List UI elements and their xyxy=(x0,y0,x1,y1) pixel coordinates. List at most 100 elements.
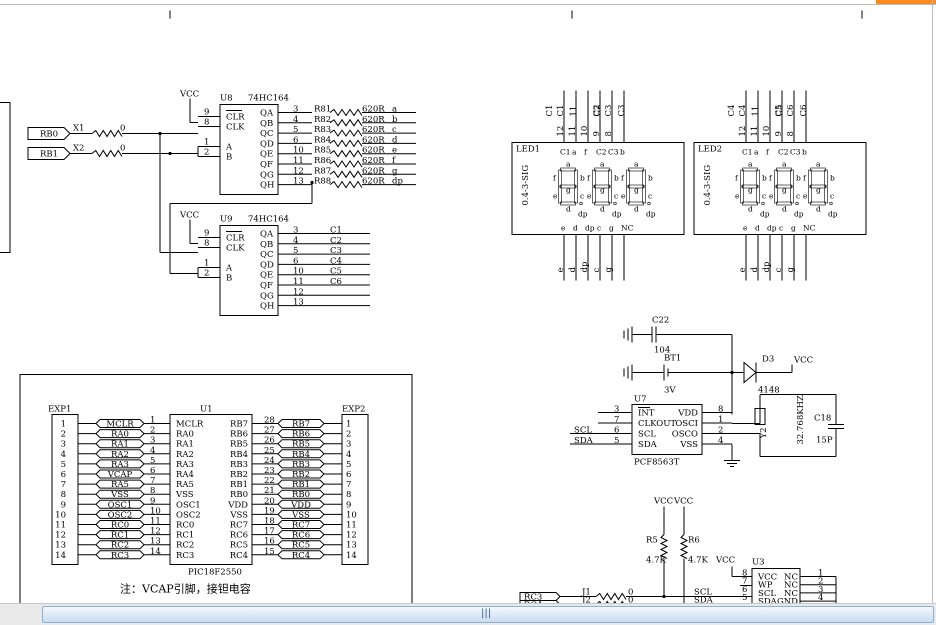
net-name: OSC1 xyxy=(108,500,133,510)
seg-letter: f xyxy=(735,174,739,183)
pin-number: 12 xyxy=(150,527,161,537)
header-pin: 13 xyxy=(55,541,66,551)
horizontal-scrollbar[interactable]: ||| xyxy=(0,603,936,625)
resistor-value: 620R xyxy=(362,135,385,145)
header-pin: 13 xyxy=(346,541,357,551)
top-net: C2 xyxy=(592,105,602,117)
net-name: RA2 xyxy=(111,450,129,460)
bottom-pin-label: g xyxy=(609,224,614,233)
pin-number: 12 xyxy=(293,166,304,176)
top-pin: 9 xyxy=(774,131,784,136)
header-pin: 12 xyxy=(55,531,66,541)
jumper xyxy=(91,149,123,158)
header-pin: 3 xyxy=(346,440,351,450)
pin-name: QC xyxy=(260,129,273,139)
top-net: C1 xyxy=(556,105,566,117)
top-pin-label: C1 xyxy=(742,148,753,157)
header-pin: 11 xyxy=(55,521,66,531)
resistor xyxy=(329,170,363,179)
pin-name: RB6 xyxy=(230,430,248,440)
resistor xyxy=(329,180,363,189)
jumper-value: 0 xyxy=(120,124,125,134)
vcc-label: VCC xyxy=(179,211,199,221)
scrollbar-thumb[interactable]: ||| xyxy=(42,606,934,623)
seg-letter: d xyxy=(566,205,571,214)
seg-letter: b xyxy=(648,174,653,183)
net-port xyxy=(95,499,145,509)
led-segment xyxy=(558,169,562,187)
net-name: SDA xyxy=(574,436,594,446)
net-name: RB1 xyxy=(40,150,58,160)
led-segment xyxy=(592,186,596,204)
pin-number: 9 xyxy=(150,496,155,506)
led-dp xyxy=(579,201,583,206)
bottom-net: e xyxy=(738,267,748,272)
resistor-value: 620R xyxy=(362,125,385,135)
pin-name: CLK xyxy=(226,244,245,254)
led-segment xyxy=(790,186,794,204)
seg-letter: a xyxy=(782,160,787,169)
led-segment xyxy=(642,169,646,187)
pin-number: 15 xyxy=(264,547,275,557)
net-name: RA5 xyxy=(111,480,129,490)
pin-name: RB7 xyxy=(230,420,248,430)
jumper-value: 0 xyxy=(628,588,633,598)
net-port xyxy=(95,459,145,469)
led-segment xyxy=(560,167,576,172)
pin-number: 4 xyxy=(293,236,298,246)
led-segment xyxy=(742,184,758,189)
net-name: RC4 xyxy=(292,551,310,561)
led-segment xyxy=(594,167,610,172)
pin-name: RA0 xyxy=(176,430,194,440)
segment-net: c xyxy=(392,125,397,135)
top-pin-label: C2 xyxy=(778,148,789,157)
header-pin: 8 xyxy=(61,490,66,500)
pin-number: 2 xyxy=(818,577,823,587)
pin-number: 2 xyxy=(150,426,155,436)
scrollbar-grip-icon: ||| xyxy=(481,608,492,619)
pin-number: 28 xyxy=(264,416,275,426)
top-pin-label: b xyxy=(802,148,807,157)
header-pin: 10 xyxy=(55,510,66,520)
bottom-net: d xyxy=(568,267,578,273)
battery-ref: BT1 xyxy=(664,354,681,364)
crystal xyxy=(754,408,766,425)
digit-net: C3 xyxy=(330,246,342,256)
seg-letter: g xyxy=(816,186,821,195)
resistor-ref: R81 xyxy=(314,105,331,115)
pin-number: 1 xyxy=(204,138,209,148)
seg-letter: c xyxy=(614,192,618,201)
net-name: RA0 xyxy=(111,430,129,440)
led-segment xyxy=(808,186,812,204)
vcc-label: VCC xyxy=(179,90,199,100)
pin-name: RA2 xyxy=(176,450,194,460)
bottom-pin-label: e xyxy=(743,224,748,233)
pin-number: 10 xyxy=(293,267,304,277)
net-port xyxy=(95,419,145,428)
led-segment xyxy=(574,186,578,204)
led-ref: LED1 xyxy=(516,145,540,155)
rtc-body xyxy=(631,404,703,455)
pin-number: 17 xyxy=(264,527,275,537)
seg-letter: b xyxy=(580,174,585,183)
top-pin-label: C3 xyxy=(790,148,801,157)
mcu-ref: U1 xyxy=(200,405,213,415)
bottom-pin-label: c xyxy=(597,224,601,233)
pin-name: RC4 xyxy=(230,551,248,561)
pin-number: 13 xyxy=(150,537,161,547)
header-pin: 2 xyxy=(61,430,66,440)
bottom-pin-label: e xyxy=(561,224,566,233)
top-net: C4 xyxy=(738,105,748,117)
header-pin: 7 xyxy=(61,480,66,490)
pin-number: 11 xyxy=(293,277,304,287)
net-name: RC2 xyxy=(111,541,129,551)
cap-value: 15P xyxy=(816,436,833,446)
top-pin-label: f xyxy=(584,148,588,157)
top-pin-label: a xyxy=(572,148,577,157)
seg-letter: b xyxy=(614,174,619,183)
digit-net: C5 xyxy=(330,267,342,277)
pin-name: A xyxy=(225,264,233,274)
crystal-ref: Y2 xyxy=(759,427,769,439)
